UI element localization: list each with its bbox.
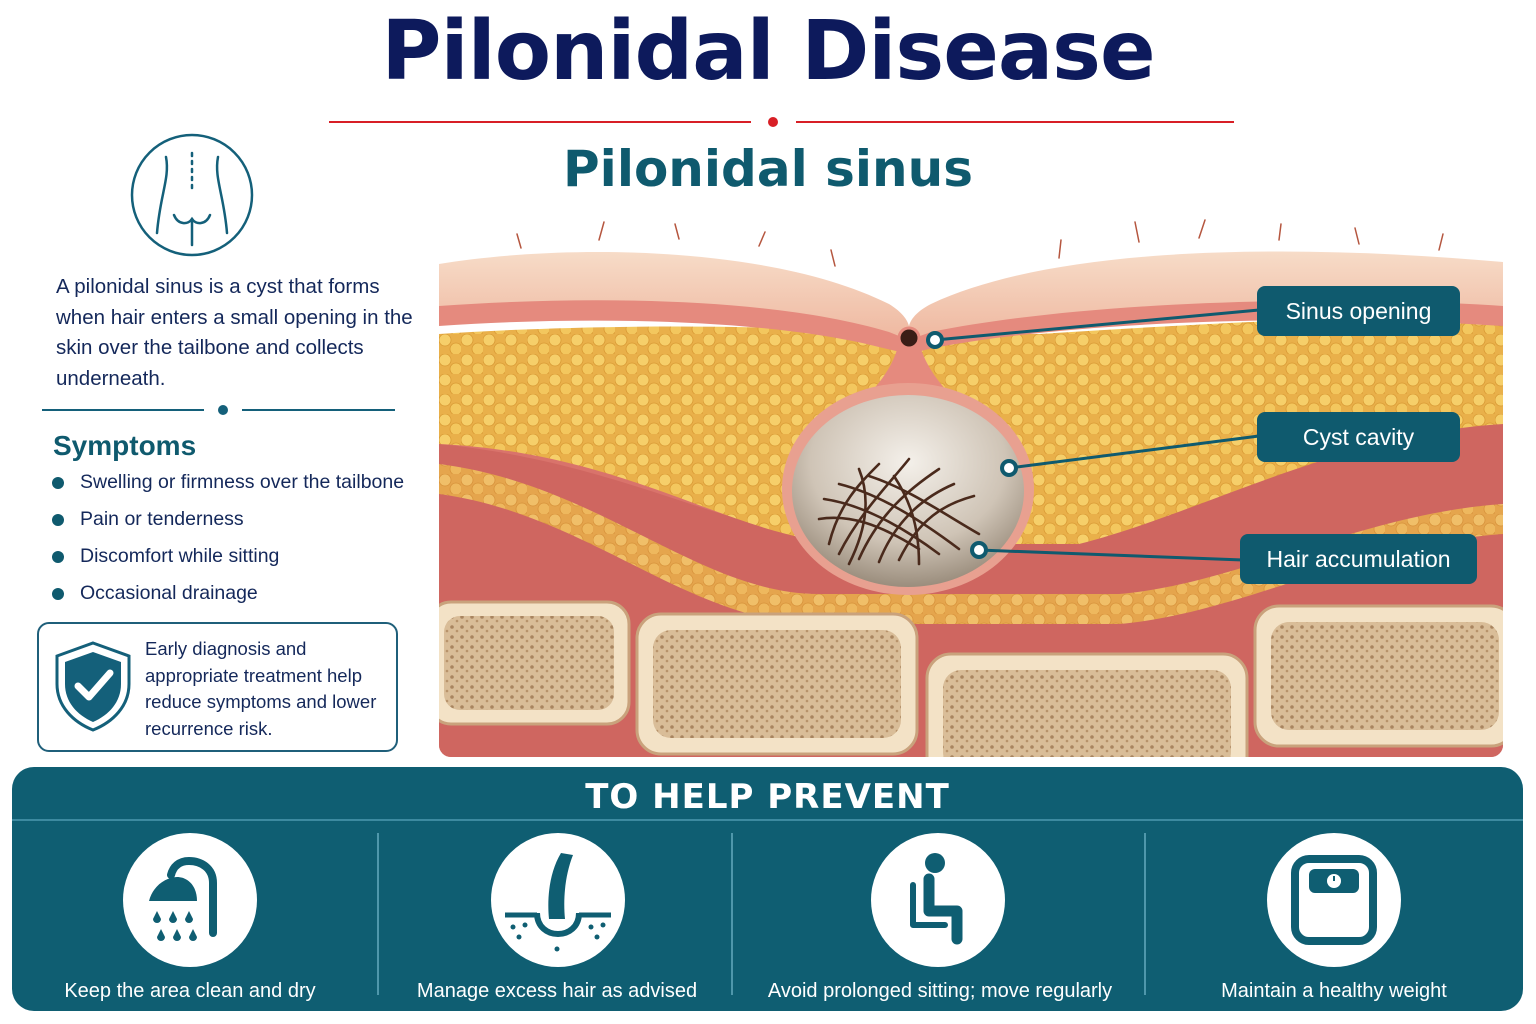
lower-back-icon	[130, 133, 254, 257]
page-title: Pilonidal Disease	[381, 4, 1155, 99]
prevention-separator	[731, 833, 733, 995]
prevention-label: Manage excess hair as advised	[416, 980, 698, 1002]
prevention-separator	[377, 833, 379, 995]
prevention-title: TO HELP PREVENT	[585, 777, 950, 817]
symptom-item: Occasional drainage	[52, 581, 404, 618]
symptom-item: Discomfort while sitting	[52, 544, 404, 581]
callout-sinus-opening: Sinus opening	[1257, 286, 1460, 336]
scale-icon	[1291, 855, 1377, 945]
symptoms-list: Swelling or firmness over the tailbone P…	[52, 470, 404, 618]
symptom-item: Pain or tenderness	[52, 507, 404, 544]
hair-follicle-icon	[505, 853, 611, 952]
symptom-item: Swelling or firmness over the tailbone	[52, 470, 404, 507]
sinus-anatomy-illustration	[439, 214, 1503, 757]
title-dot	[768, 117, 778, 127]
intro-text: A pilonidal sinus is a cyst that forms w…	[56, 275, 413, 390]
page-subtitle: Pilonidal sinus	[563, 140, 973, 198]
prevention-item: Avoid prolonged sitting; move regularly	[740, 833, 1140, 1003]
sitting-person-icon	[910, 853, 963, 945]
prevention-item: Manage excess hair as advised	[387, 833, 727, 1003]
shower-icon	[149, 856, 217, 941]
note-text: Early diagnosis and appropriate treatmen…	[145, 638, 377, 739]
note-box: Early diagnosis and appropriate treatmen…	[37, 622, 398, 752]
shield-check-icon	[55, 641, 131, 732]
prevention-item: Maintain a healthy weight	[1152, 833, 1516, 1003]
prevention-label: Avoid prolonged sitting; move regularly	[767, 980, 1113, 1002]
prevention-separator	[1144, 833, 1146, 995]
symptoms-title: Symptoms	[53, 430, 197, 461]
prevention-label: Keep the area clean and dry	[64, 980, 316, 1002]
section-divider-dot	[218, 405, 228, 415]
prevention-panel: TO HELP PREVENT Keep the area clean and …	[12, 767, 1523, 1011]
section-divider-right	[242, 409, 395, 411]
prevention-label: Maintain a healthy weight	[1221, 980, 1447, 1002]
title-rule-right	[796, 121, 1234, 123]
callout-hair-accumulation: Hair accumulation	[1240, 534, 1477, 584]
title-rule-left	[329, 121, 751, 123]
prevention-item: Keep the area clean and dry	[12, 833, 368, 1003]
prevention-rule	[12, 819, 1523, 821]
section-divider-left	[42, 409, 204, 411]
callout-cyst-cavity: Cyst cavity	[1257, 412, 1460, 462]
